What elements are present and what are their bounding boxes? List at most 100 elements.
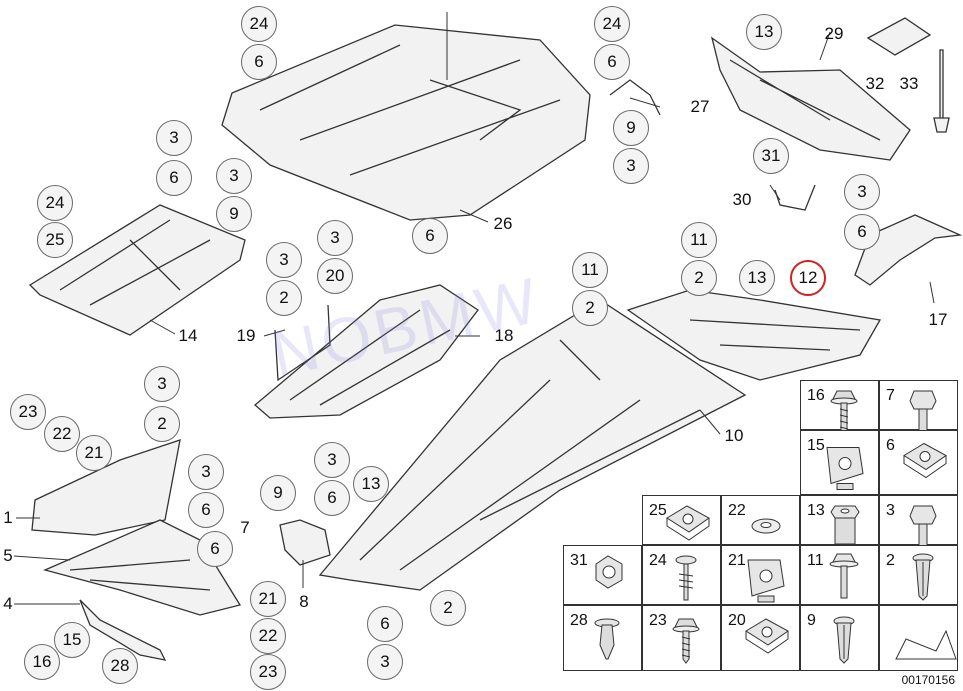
part-label-14: 14 [178,326,198,345]
wheel-arch-panel [43,519,242,616]
callout-6: 6 [594,44,630,80]
callout-12: 12 [790,260,826,296]
callout-9: 9 [216,196,252,232]
callout-11: 11 [681,222,717,258]
hardware-cell-number: 6 [886,437,895,454]
hardware-cell-arrow [879,605,958,671]
callout-13: 13 [746,14,782,50]
callout-6: 6 [241,44,277,80]
callout-3: 3 [188,454,224,490]
screw-with-washer-icon [672,618,700,664]
hardware-cell-number: 23 [649,612,667,629]
callout-3: 3 [367,644,403,680]
part-label-5: 5 [3,546,13,565]
flange-screw-icon [829,553,859,599]
long-bolt [939,49,944,121]
hardware-cell-number: 11 [807,552,824,569]
callout-24: 24 [594,6,630,42]
hardware-cell-3: 3 [879,495,958,546]
push-rivet-icon [594,618,620,660]
callout-21: 21 [250,581,286,617]
spring-clip-nut-icon [747,559,785,603]
callout-20: 20 [317,258,353,294]
hardware-cell-number: 24 [649,552,667,569]
part-label-29: 29 [824,24,844,43]
callout-6: 6 [156,160,192,196]
callout-28: 28 [102,648,138,684]
hardware-cell-number: 16 [807,387,825,404]
hardware-cell-28: 28 [563,605,642,671]
callout-6: 6 [197,531,233,567]
hardware-cell-21: 21 [721,545,800,605]
hardware-cell-number: 9 [807,612,816,629]
side-guard-right [710,36,911,161]
callout-22: 22 [44,416,80,452]
callout-6: 6 [188,492,224,528]
part-label-4: 4 [3,594,13,613]
hardware-cell-number: 21 [728,552,746,569]
callout-6: 6 [367,606,403,642]
hardware-cell-number: 13 [807,502,825,519]
part-label-10: 10 [724,426,744,445]
screw-with-washer-icon [830,390,858,431]
callout-11: 11 [572,252,608,288]
underbody-shield-main [318,299,747,591]
part-label-17: 17 [928,310,948,329]
callout-2: 2 [430,590,466,626]
hardware-cell-number: 25 [649,502,667,519]
hardware-cell-number: 15 [807,437,825,454]
callout-3: 3 [144,366,180,402]
part-label-33: 33 [899,74,919,93]
callout-21: 21 [76,435,112,471]
part-label-1: 1 [3,508,13,527]
hardware-cell-9: 9 [800,605,879,671]
hardware-cell-15: 15 [800,430,879,495]
part-label-8: 8 [299,592,309,611]
part-label-26: 26 [493,214,513,233]
callout-9: 9 [613,110,649,146]
callout-9: 9 [260,475,296,511]
bracket-19 [274,304,331,382]
hex-bolt-icon [909,505,937,546]
callout-3: 3 [844,174,880,210]
hex-standoff-icon [830,505,860,545]
callout-13: 13 [353,466,389,502]
center-tunnel-cover [253,284,479,419]
callout-24: 24 [37,185,73,221]
callout-3: 3 [216,158,252,194]
washer-icon [751,518,781,534]
callout-2: 2 [681,260,717,296]
hardware-cell-number: 28 [570,612,588,629]
part-label-27: 27 [690,97,710,116]
callout-24: 24 [241,6,277,42]
callout-2: 2 [144,406,180,442]
trim-strip [79,599,167,661]
hardware-cell-31: 31 [563,545,642,605]
part-label-30: 30 [732,190,752,209]
hardware-cell-2: 2 [879,545,958,605]
hardware-cell-number: 22 [728,502,746,519]
hardware-cell-number: 20 [728,612,746,629]
hardware-cell-6: 6 [879,430,958,495]
hardware-cell-number: 3 [886,502,895,519]
callout-23: 23 [250,654,286,690]
spring-clip-nut-icon [826,447,864,490]
part-label-32: 32 [865,74,885,93]
callout-3: 3 [266,242,302,278]
hardware-cell-11: 11 [800,545,879,605]
callout-31: 31 [753,138,789,174]
callout-2: 2 [572,290,608,326]
hex-nut-icon [595,555,623,589]
clip-nut-icon [903,442,947,479]
callout-22: 22 [250,618,286,654]
callout-3: 3 [613,148,649,184]
air-duct [31,439,181,536]
callout-3: 3 [314,442,350,478]
bracket-8 [279,519,331,566]
callout-16: 16 [24,644,60,680]
hardware-cell-13: 13 [800,495,879,545]
hardware-cell-25: 25 [642,495,721,545]
hardware-cell-number: 7 [886,387,895,404]
